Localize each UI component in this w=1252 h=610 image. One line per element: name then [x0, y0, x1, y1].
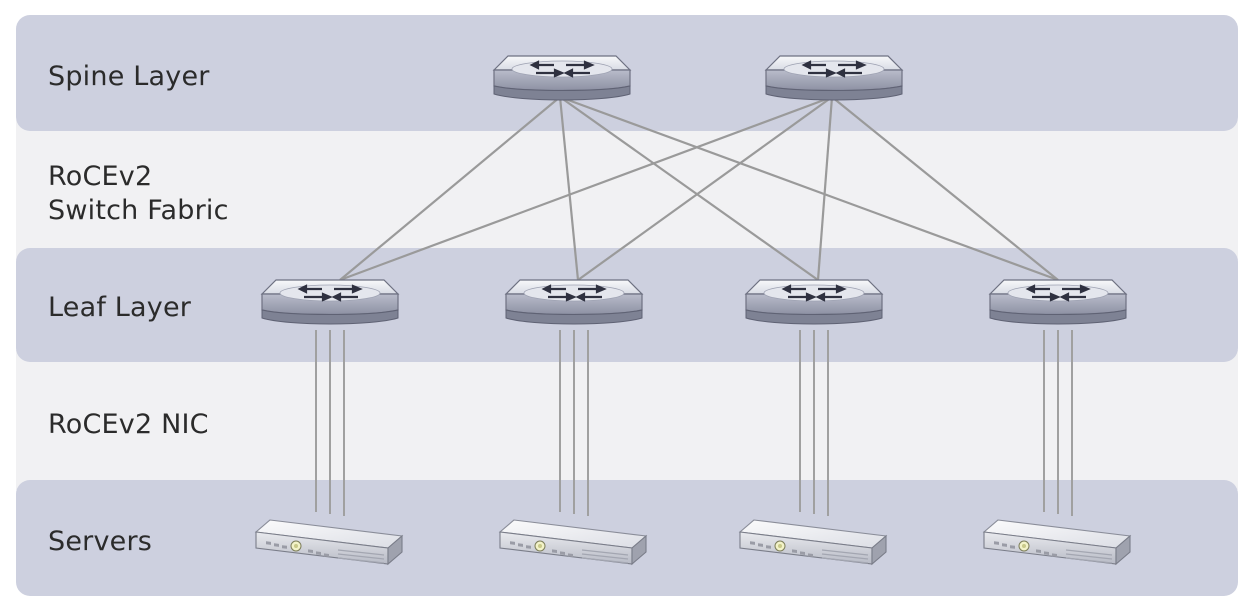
- servers-label: Servers: [48, 526, 153, 557]
- switch-fabric-label: RoCEv2 Switch Fabric: [48, 160, 308, 228]
- switch-icon: [492, 54, 632, 102]
- leaf-server-links: [315, 330, 1073, 516]
- spine-layer-label: Spine Layer: [48, 61, 210, 92]
- spine-leaf-links: [339, 95, 1059, 282]
- gap-band: [16, 350, 1238, 490]
- switch-fabric-label-line1: RoCEv2: [48, 161, 153, 192]
- switch-icon: [988, 278, 1128, 326]
- switch-fabric-label-line2: Switch Fabric: [48, 195, 229, 226]
- switch-icon: [260, 278, 400, 326]
- switch-icon: [504, 278, 644, 326]
- nic-label: RoCEv2 NIC: [48, 409, 209, 440]
- leaf-layer-label: Leaf Layer: [48, 292, 192, 323]
- switch-icon: [744, 278, 884, 326]
- switch-icon: [764, 54, 904, 102]
